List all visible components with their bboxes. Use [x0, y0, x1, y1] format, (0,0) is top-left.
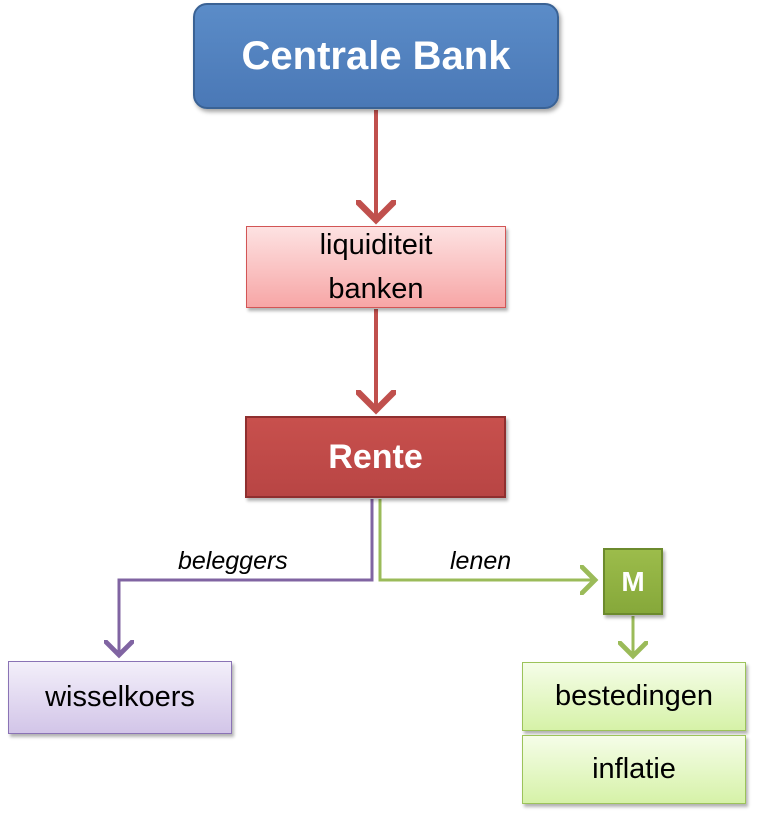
exchange-rate-node: wisselkoers	[8, 661, 232, 734]
arrow-interest-to-exchange-rate	[119, 499, 374, 655]
interest-label: Rente	[328, 437, 423, 476]
arrow-interest-to-money	[378, 499, 595, 580]
central-bank-label: Centrale Bank	[241, 33, 511, 78]
liquidity-label-line1: liquiditeit	[319, 229, 433, 261]
inflation-label: inflatie	[592, 753, 676, 785]
exchange-rate-label: wisselkoers	[45, 681, 195, 713]
money-supply-node: M	[603, 548, 663, 615]
money-supply-label: M	[621, 565, 645, 597]
inflation-node: inflatie	[522, 735, 746, 804]
spending-node: bestedingen	[522, 662, 746, 731]
liquidity-label-line2: banken	[328, 273, 424, 305]
edge-label-investors: beleggers	[178, 547, 288, 575]
central-bank-node: Centrale Bank	[193, 3, 559, 109]
liquidity-banks-node: liquiditeit banken	[246, 226, 506, 308]
interest-node: Rente	[245, 416, 506, 498]
edge-label-lend: lenen	[450, 547, 512, 575]
spending-label: bestedingen	[554, 680, 714, 712]
